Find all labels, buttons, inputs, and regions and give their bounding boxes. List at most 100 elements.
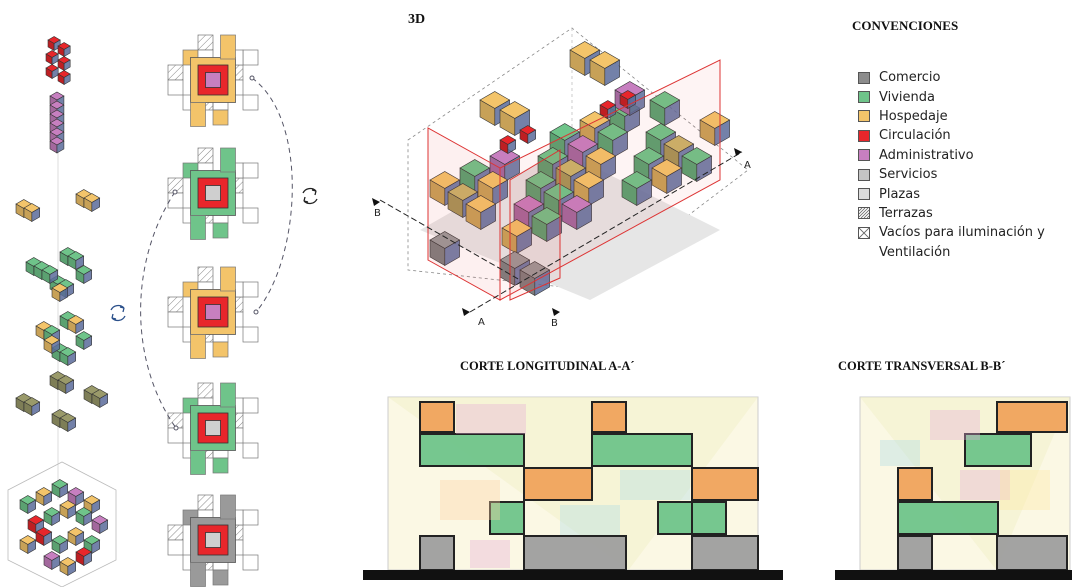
- legend-label: Hospedaje: [879, 108, 948, 124]
- volume-cube: [83, 535, 101, 555]
- circulation-cube: [57, 56, 71, 72]
- rotation-arc: [140, 191, 177, 429]
- legend-swatch: [858, 168, 870, 181]
- volume-cube: [83, 193, 101, 213]
- volume-cube: [67, 527, 85, 547]
- legend-label: Circulación: [879, 128, 951, 144]
- floor-plans: [167, 34, 259, 587]
- legend-label: Servicios: [879, 167, 938, 183]
- circulation-cube: [45, 64, 59, 80]
- legend-label: Plazas: [879, 186, 920, 202]
- volume-cube: [19, 535, 37, 555]
- legend-swatch: [858, 129, 870, 142]
- volume-cube: [35, 527, 53, 547]
- plan-diagram: [167, 147, 259, 240]
- circulation-cube: [619, 90, 637, 110]
- volume-cube: [59, 557, 77, 577]
- housing-cube: [67, 251, 85, 271]
- plan-diagram: [167, 382, 259, 475]
- volume-cube: [681, 147, 713, 183]
- legend-swatch: [858, 71, 870, 84]
- circulation-cube: [499, 135, 517, 155]
- legend-item-administrativo: Administrativo: [858, 146, 1045, 165]
- commerce-cube: [23, 397, 41, 417]
- volume-cube: [561, 195, 593, 231]
- legend-item-terrazas: Terrazas: [858, 204, 1045, 223]
- commerce-cube: [91, 389, 109, 409]
- circulation-cube: [47, 36, 61, 52]
- volume-cube: [59, 500, 77, 520]
- section-longitudinal: [363, 396, 783, 580]
- rotation-arc: [251, 77, 293, 313]
- volume-cube: [589, 51, 621, 87]
- legend-item-circulacion: Circulación: [858, 126, 1045, 145]
- legend-item-plazas: Plazas: [858, 184, 1045, 203]
- volume-cube: [75, 507, 93, 527]
- circulation-cube: [45, 50, 59, 66]
- volume-cube: [499, 101, 531, 137]
- marker-label-b: B: [551, 318, 558, 329]
- title-3d: 3D: [408, 12, 426, 27]
- legend-item-vacios: Vacíos para iluminación y: [858, 223, 1045, 242]
- housing-cube: [75, 265, 93, 285]
- marker-label-b: B: [374, 208, 381, 219]
- legend-swatch-hatch: [858, 207, 870, 220]
- volume-cube: [651, 159, 683, 195]
- volume-cube: [23, 203, 41, 223]
- legend-swatch: [858, 91, 870, 104]
- circulation-cube: [599, 100, 617, 120]
- legend-swatch-cross: [858, 226, 870, 239]
- plan-diagram: [167, 34, 259, 127]
- massing-3d: [372, 27, 749, 316]
- circulation-cube: [57, 70, 71, 86]
- volume-cube: [621, 171, 653, 207]
- volume-cube: [699, 111, 731, 147]
- section-longitudinal-title: CORTE LONGITUDINAL A-A´: [460, 359, 635, 373]
- commerce-cube: [429, 231, 461, 267]
- volume-cube: [501, 219, 533, 255]
- marker-label-a: A: [744, 160, 751, 171]
- legend: Comercio Vivienda Hospedaje Circulación …: [858, 68, 1045, 262]
- commerce-cube: [57, 375, 75, 395]
- administrative-cube: [49, 136, 65, 154]
- rotate-icon: [302, 187, 318, 205]
- volume-cube: [465, 195, 497, 231]
- exploded-axonometric: [7, 36, 117, 587]
- volume-cube: [573, 171, 605, 207]
- volume-cube: [35, 487, 53, 507]
- legend-item-comercio: Comercio: [858, 68, 1045, 87]
- volume-cube: [51, 535, 69, 555]
- volume-cube: [51, 479, 69, 499]
- sections: [363, 396, 1072, 580]
- housing-cube: [41, 265, 59, 285]
- legend-item-servicios: Servicios: [858, 165, 1045, 184]
- volume-cube: [19, 495, 37, 515]
- legend-swatch: [858, 149, 870, 162]
- legend-label: Administrativo: [879, 147, 974, 163]
- legend-item-hospedaje: Hospedaje: [858, 107, 1045, 126]
- legend-label: Vacíos para iluminación y: [879, 225, 1045, 241]
- section-transversal: [835, 396, 1072, 580]
- legend-label: Vivienda: [879, 89, 935, 105]
- legend-item-vacios-cont: Ventilación: [858, 243, 1045, 262]
- legend-label: Comercio: [879, 70, 941, 86]
- commerce-cube: [59, 413, 77, 433]
- volume-cube: [649, 91, 681, 127]
- volume-cube: [489, 147, 521, 183]
- legend-title: CONVENCIONES: [852, 18, 959, 33]
- mixed-cube: [75, 331, 93, 351]
- volume-cube: [43, 507, 61, 527]
- volume-cube: [75, 547, 93, 567]
- legend-swatch: [858, 188, 870, 201]
- legend-item-vivienda: Vivienda: [858, 87, 1045, 106]
- volume-cube: [531, 207, 563, 243]
- mixed-cube: [67, 315, 85, 335]
- mixed-cube: [43, 335, 61, 355]
- plan-diagram: [167, 494, 259, 587]
- legend-label: Terrazas: [879, 205, 933, 221]
- commerce-cube: [519, 261, 551, 297]
- circulation-cube: [519, 125, 537, 145]
- mixed-cube: [59, 347, 77, 367]
- marker-label-a: A: [478, 317, 485, 328]
